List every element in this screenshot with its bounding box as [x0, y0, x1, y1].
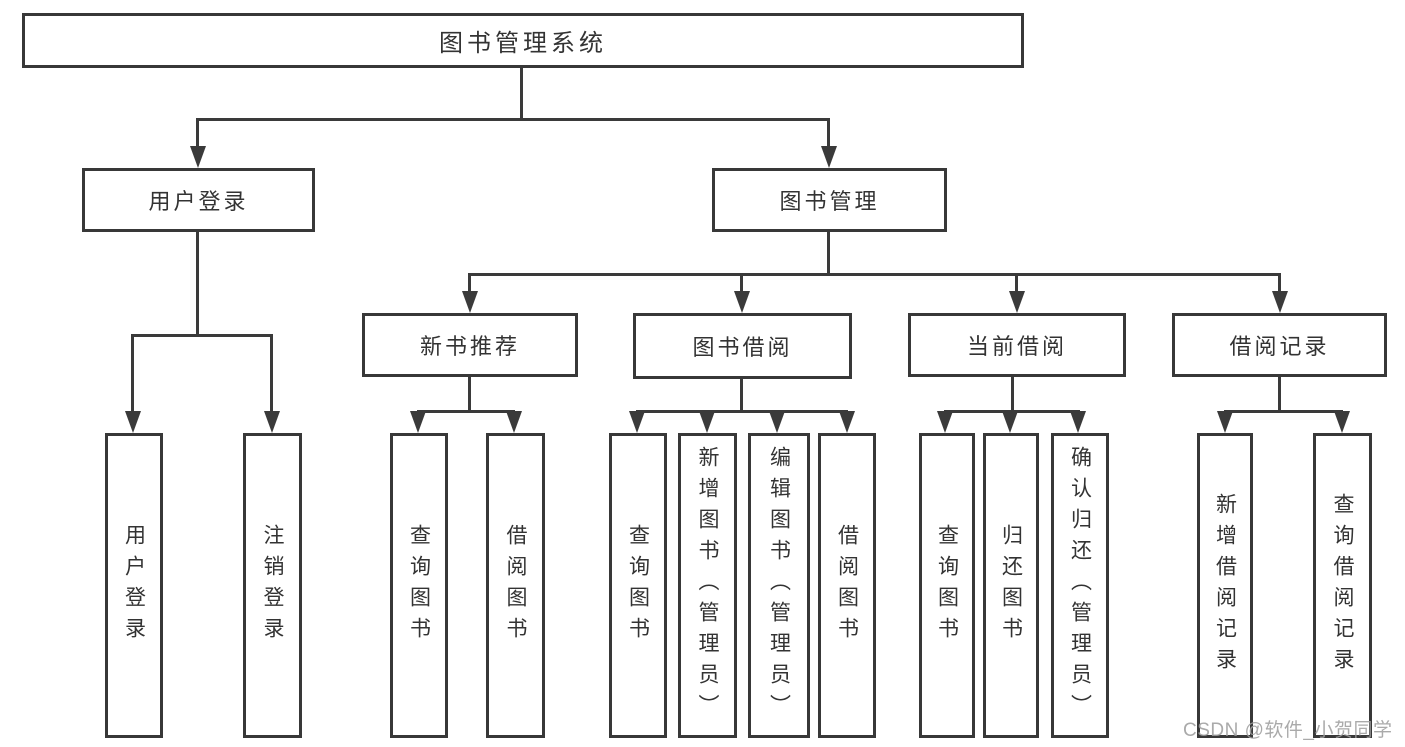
csdn-watermark: CSDN @软件_小贺同学: [1183, 720, 1393, 741]
arrow-down-icon: [125, 411, 141, 433]
arrow-down-icon: [410, 411, 426, 433]
connector-line: [520, 67, 523, 120]
node-borrow-records: 借阅记录: [1172, 313, 1387, 377]
leaf-add-book-admin: 新增图书（管理员）: [678, 433, 737, 738]
arrow-down-icon: [1217, 411, 1233, 433]
connector-line: [1011, 377, 1014, 413]
connector-line: [740, 273, 743, 293]
leaf-return-book: 归还图书: [983, 433, 1039, 738]
arrow-down-icon: [462, 291, 478, 313]
arrow-down-icon: [1334, 411, 1350, 433]
arrow-down-icon: [264, 411, 280, 433]
connector-line: [1278, 377, 1281, 413]
leaf-add-borrow-record: 新增借阅记录: [1197, 433, 1253, 738]
leaf-logout: 注销登录: [243, 433, 302, 738]
arrow-down-icon: [629, 411, 645, 433]
node-current-borrow: 当前借阅: [908, 313, 1126, 377]
arrow-down-icon: [769, 411, 785, 433]
leaf-user-login: 用户登录: [105, 433, 163, 738]
arrow-down-icon: [506, 411, 522, 433]
arrow-down-icon: [1009, 291, 1025, 313]
arrow-down-icon: [1272, 291, 1288, 313]
leaf-query-books-recommend: 查询图书: [390, 433, 448, 738]
leaf-confirm-return-admin: 确认归还（管理员）: [1051, 433, 1109, 738]
node-user-login: 用户登录: [82, 168, 315, 232]
connector-line: [468, 273, 1281, 276]
leaf-borrow-books: 借阅图书: [818, 433, 876, 738]
node-root: 图书管理系统: [22, 13, 1024, 68]
arrow-down-icon: [699, 411, 715, 433]
arrow-down-icon: [821, 146, 837, 168]
arrow-down-icon: [1070, 411, 1086, 433]
node-book-management: 图书管理: [712, 168, 947, 232]
connector-line: [196, 232, 199, 337]
connector-line: [270, 334, 273, 414]
leaf-borrow-books-recommend: 借阅图书: [486, 433, 545, 738]
arrow-down-icon: [734, 291, 750, 313]
connector-line: [636, 410, 848, 413]
connector-line: [196, 118, 199, 148]
arrow-down-icon: [1002, 411, 1018, 433]
arrow-down-icon: [937, 411, 953, 433]
connector-line: [1224, 410, 1343, 413]
node-new-book-recommend: 新书推荐: [362, 313, 578, 377]
connector-line: [827, 118, 830, 148]
leaf-edit-book-admin: 编辑图书（管理员）: [748, 433, 810, 738]
connector-line: [131, 334, 134, 414]
connector-line: [468, 377, 471, 413]
connector-line: [417, 410, 515, 413]
connector-line: [740, 379, 743, 413]
connector-line: [468, 273, 471, 293]
connector-line: [827, 232, 830, 276]
leaf-query-books-current: 查询图书: [919, 433, 975, 738]
leaf-query-books-borrow: 查询图书: [609, 433, 667, 738]
leaf-query-borrow-record: 查询借阅记录: [1313, 433, 1372, 738]
arrow-down-icon: [839, 411, 855, 433]
connector-line: [1278, 273, 1281, 293]
connector-line: [1015, 273, 1018, 293]
connector-line: [131, 334, 273, 337]
arrow-down-icon: [190, 146, 206, 168]
node-book-borrow: 图书借阅: [633, 313, 852, 379]
connector-line: [196, 118, 830, 121]
